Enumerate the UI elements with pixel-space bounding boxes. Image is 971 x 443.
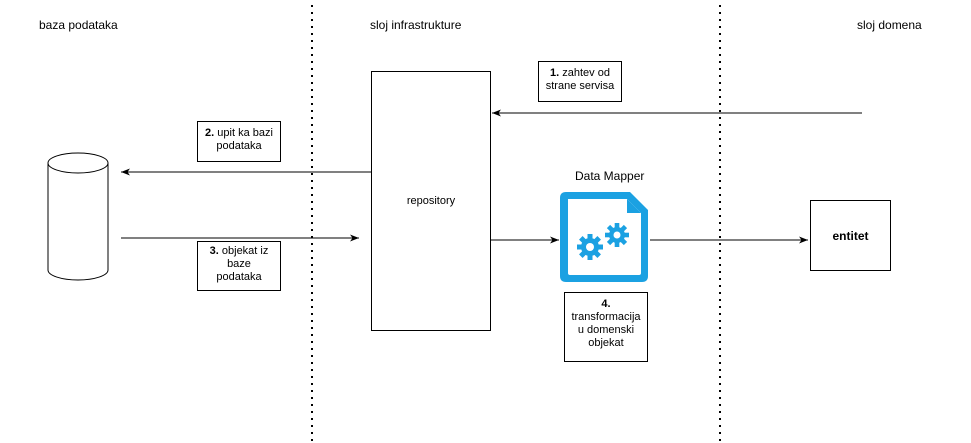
- step-2-text-b: podataka: [216, 140, 262, 152]
- layer-label-infrastructure: sloj infrastrukture: [370, 18, 462, 32]
- step-3-note: 3. objekat iz baze podataka: [197, 241, 281, 291]
- layer-label-domain: sloj domena: [857, 18, 922, 32]
- step-4-text-b: u domenski: [577, 324, 635, 336]
- step-3-text-b: baze: [227, 258, 251, 270]
- database-cylinder-icon: [47, 152, 109, 281]
- step-4-text-c: objekat: [588, 337, 624, 349]
- entity-label: entitet: [832, 229, 869, 243]
- step-4-text-a: transformacija: [571, 311, 641, 323]
- repository-label: repository: [406, 195, 456, 207]
- repository-box: repository: [371, 71, 491, 331]
- step-3-text-a: objekat iz: [218, 245, 269, 257]
- step-2-note: 2. upit ka bazi podataka: [197, 121, 281, 162]
- layer-label-database: baza podataka: [39, 18, 118, 32]
- data-mapper-gear-icon: [560, 192, 648, 282]
- step-3-number: 3.: [209, 245, 219, 257]
- step-4-note: 4. transformacija u domenski objekat: [564, 292, 648, 362]
- step-1-text-a: zahtev od: [559, 67, 610, 79]
- step-3-text-c: podataka: [216, 271, 262, 283]
- step-1-text-b: strane servisa: [545, 80, 615, 92]
- entity-box: entitet: [810, 200, 891, 271]
- step-4-number: 4.: [601, 298, 611, 310]
- data-mapper-title: Data Mapper: [575, 169, 645, 183]
- step-2-number: 2.: [205, 127, 215, 139]
- step-1-note: 1. zahtev od strane servisa: [538, 61, 622, 102]
- step-2-text-a: upit ka bazi: [214, 127, 273, 139]
- step-1-number: 1.: [550, 67, 560, 79]
